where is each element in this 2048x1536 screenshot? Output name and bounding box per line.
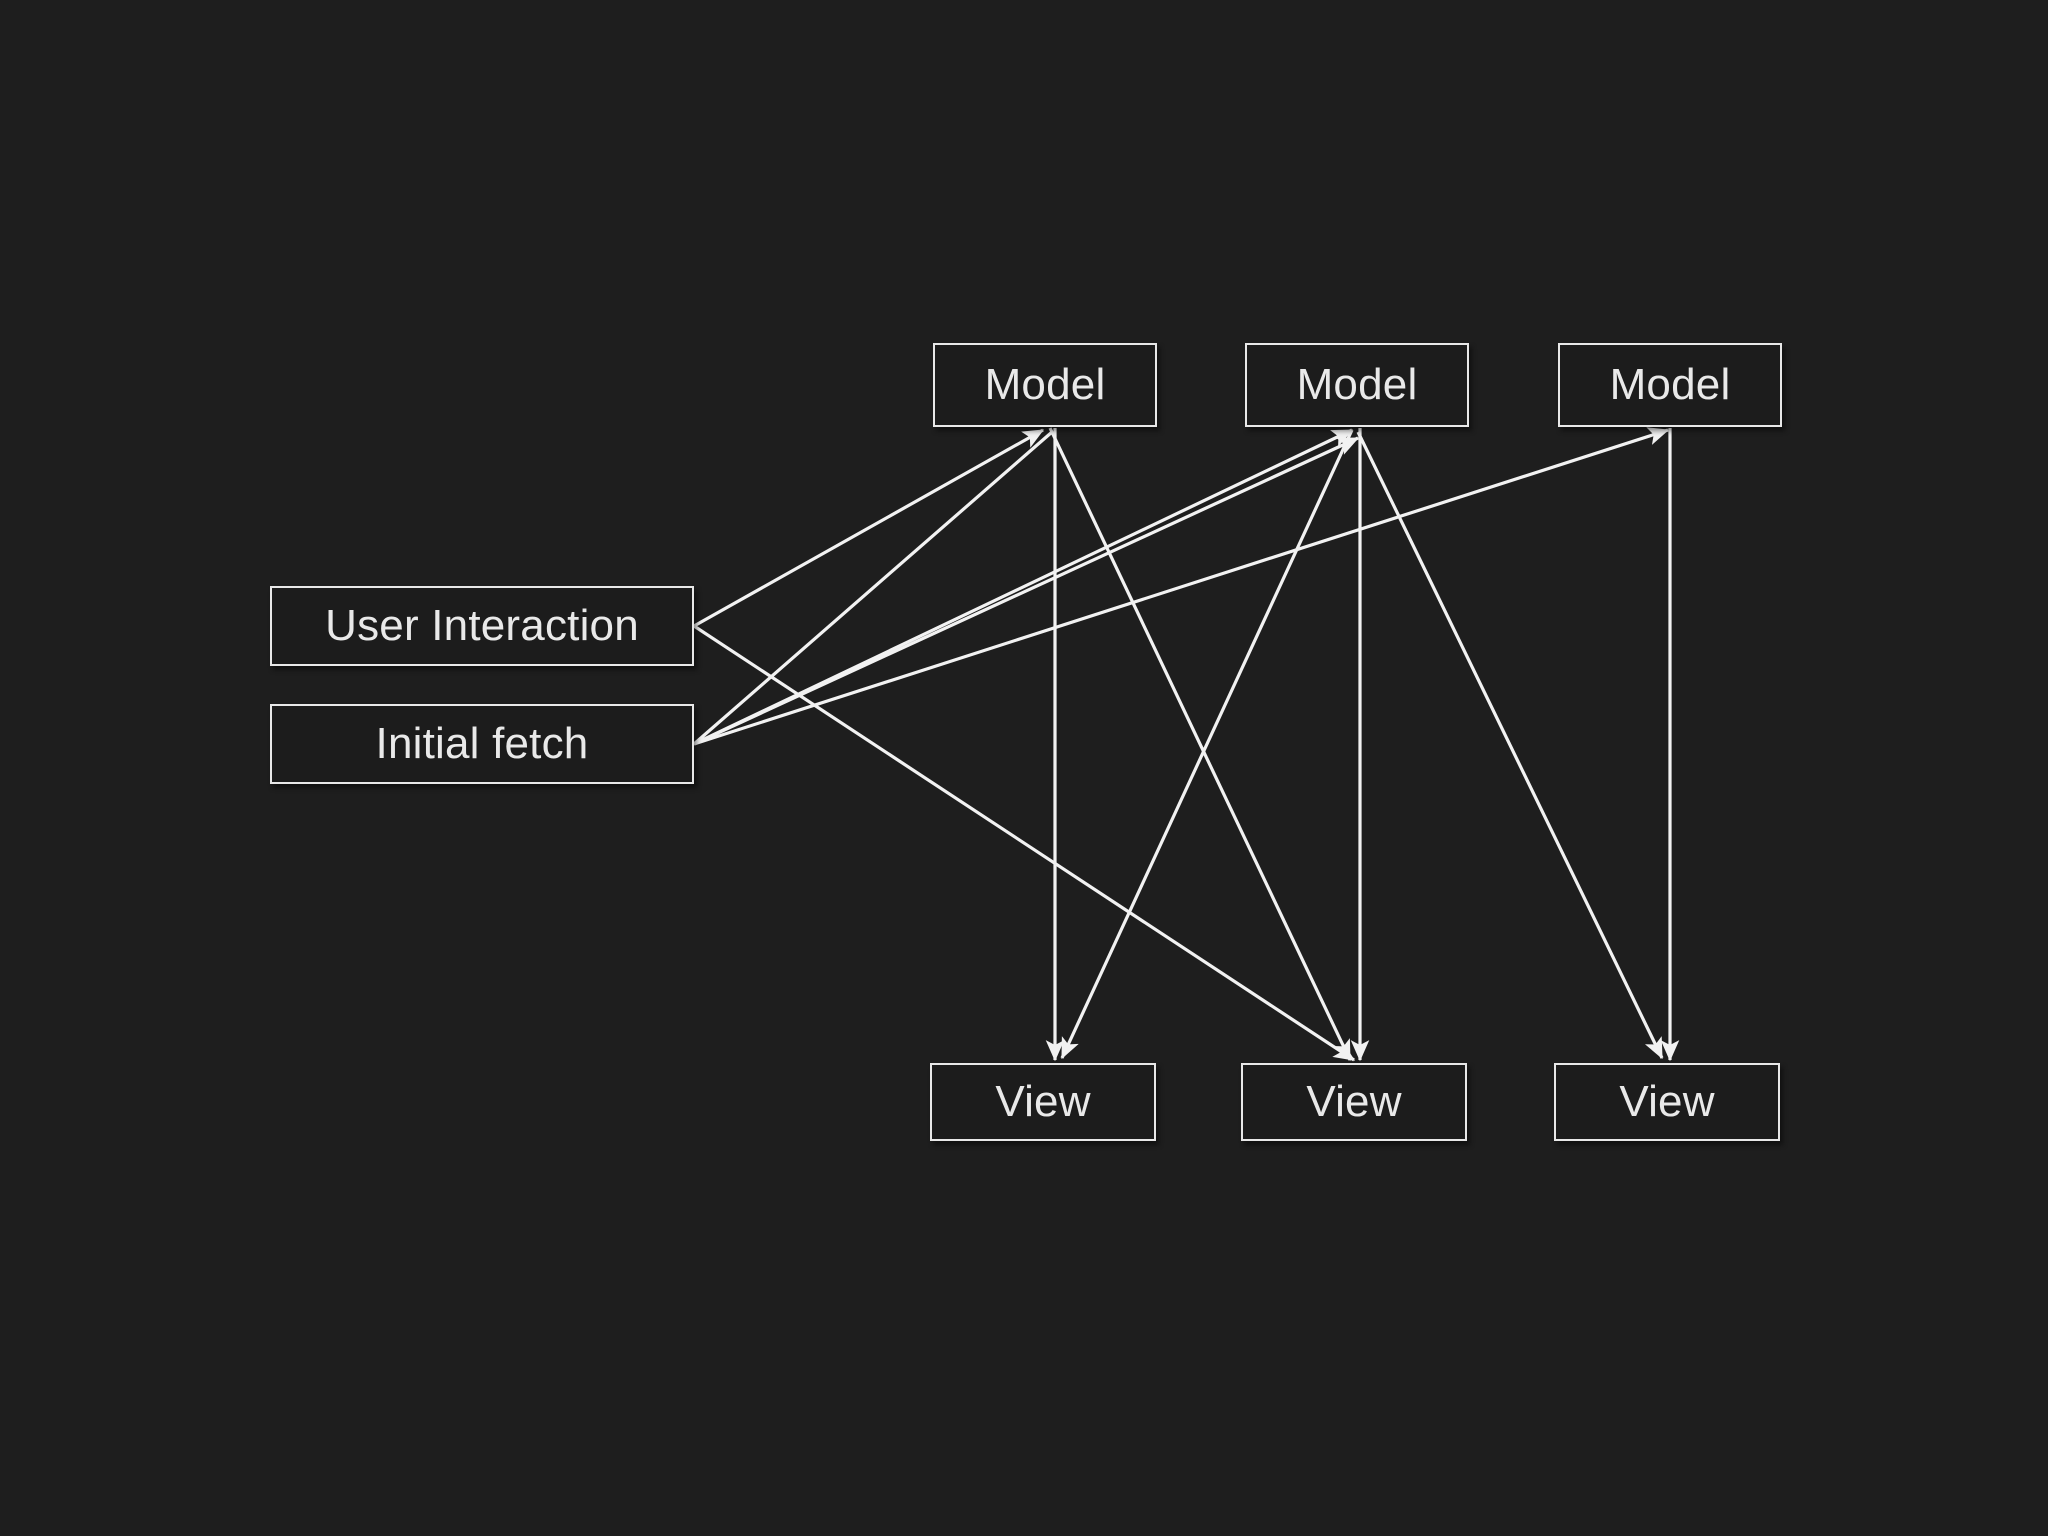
edge-fetch-model1: [692, 430, 1054, 746]
node-label: Model: [1609, 360, 1731, 409]
edge-ui-model1: [693, 428, 1045, 628]
edge-model2-view1: [1060, 429, 1354, 1060]
node-label: User Interaction: [325, 601, 639, 650]
node-model-1[interactable]: Model: [933, 343, 1157, 427]
node-view-1[interactable]: View: [930, 1063, 1156, 1141]
node-view-2[interactable]: View: [1241, 1063, 1467, 1141]
node-model-2[interactable]: Model: [1245, 343, 1469, 427]
node-initial-fetch[interactable]: Initial fetch: [270, 704, 694, 784]
node-label: Initial fetch: [375, 719, 589, 768]
node-label: View: [1306, 1077, 1402, 1126]
node-label: View: [1619, 1077, 1715, 1126]
node-label: View: [995, 1077, 1091, 1126]
node-label: Model: [1296, 360, 1418, 409]
node-view-3[interactable]: View: [1554, 1063, 1780, 1141]
node-label: Model: [984, 360, 1106, 409]
edge-fetch-model2b: [693, 436, 1360, 746]
edge-model2-view3: [1356, 431, 1664, 1060]
edge-fetch-model2a: [693, 428, 1354, 746]
edge-ui-view2: [693, 624, 1356, 1062]
edge-fetch-model3: [693, 427, 1670, 746]
node-user-interaction[interactable]: User Interaction: [270, 586, 694, 666]
edge-model1-view2: [1048, 427, 1352, 1062]
node-model-3[interactable]: Model: [1558, 343, 1782, 427]
